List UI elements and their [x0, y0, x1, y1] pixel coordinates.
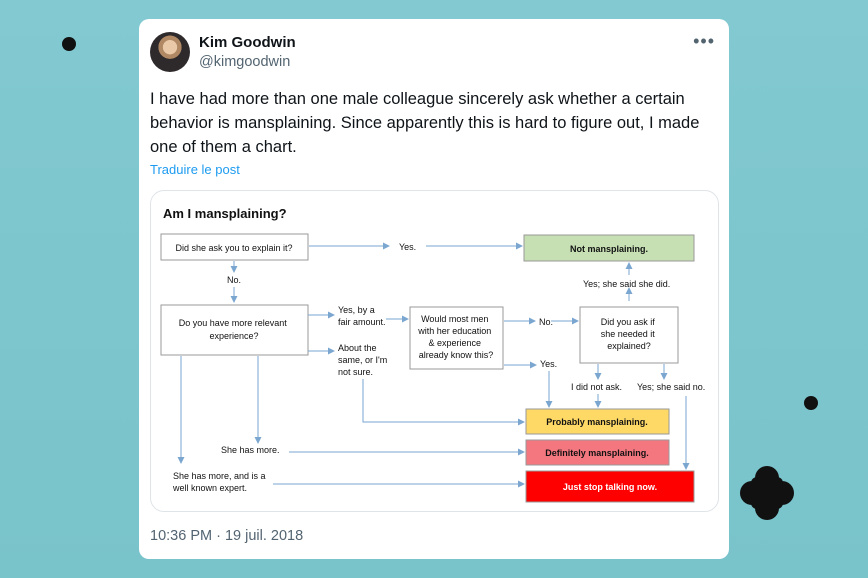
result-definitely: Definitely mansplaining. [545, 448, 649, 458]
label-yes: Yes. [399, 242, 416, 252]
tweet-image[interactable]: Am I mansplaining? Did she ask you to ex… [150, 190, 719, 512]
author-handle[interactable]: @kimgoodwin [199, 54, 291, 70]
label-about-same: About the same, or I'm not sure. [338, 343, 390, 377]
flowchart-title: Am I mansplaining? [163, 206, 287, 221]
result-box-green [523, 234, 695, 262]
author-name[interactable]: Kim Goodwin [199, 34, 296, 51]
result-not-mansplaining: Not mansplaining. [570, 244, 648, 254]
translate-link[interactable]: Traduire le post [150, 162, 240, 177]
tweet-text: I have had more than one male colleague … [150, 90, 700, 156]
question-box [160, 233, 309, 261]
tweet-card: Kim Goodwin @kimgoodwin ••• I have had m… [139, 19, 729, 559]
question-experience: Do you have more relevant experience? [179, 318, 290, 341]
question-box [409, 306, 504, 370]
more-options-icon[interactable]: ••• [693, 31, 715, 51]
label-said-no: Yes; she said no. [637, 382, 705, 392]
avatar[interactable] [150, 32, 190, 72]
decor-clover [740, 466, 794, 520]
question-box [160, 304, 309, 356]
decor-dot [804, 396, 818, 410]
flow-arrows [177, 242, 690, 488]
tweet-timestamp[interactable]: 10:36 PM · 19 juil. 2018 [150, 528, 304, 544]
question-ask: Did you ask if she needed it explained? [601, 317, 658, 351]
result-box-pink [525, 439, 670, 466]
label-did-not-ask: I did not ask. [571, 382, 622, 392]
label-yes: Yes. [540, 359, 557, 369]
label-no: No. [227, 275, 241, 285]
result-stop: Just stop talking now. [563, 482, 657, 492]
result-box-red [525, 470, 695, 503]
question-explain: Did she ask you to explain it? [175, 243, 292, 253]
result-box-yellow [525, 408, 670, 435]
decor-dot [62, 37, 76, 51]
label-expert: She has more, and is a well known expert… [172, 471, 268, 493]
label-no: No. [539, 317, 553, 327]
question-men: Would most men with her education & expe… [417, 314, 494, 360]
label-she-has-more: She has more. [221, 445, 280, 455]
label-yes-said-did: Yes; she said she did. [583, 279, 670, 289]
result-probably: Probably mansplaining. [546, 417, 648, 427]
question-box [579, 306, 679, 364]
flowchart: Am I mansplaining? Did she ask you to ex… [160, 206, 705, 503]
label-yes-fair: Yes, by a fair amount. [338, 305, 386, 327]
